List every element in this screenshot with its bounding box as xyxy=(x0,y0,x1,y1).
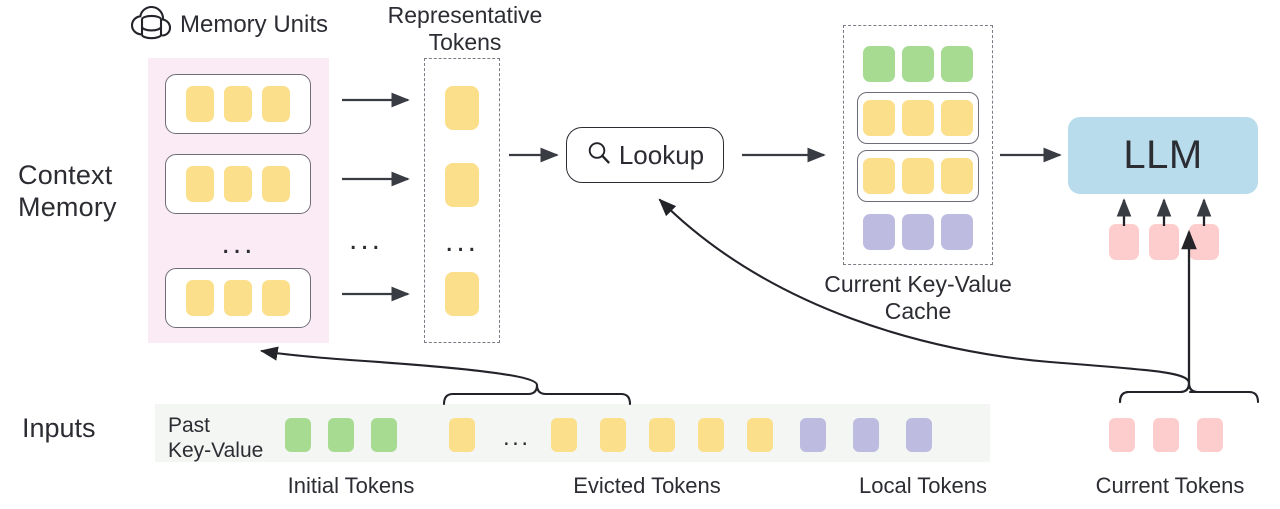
current-token xyxy=(1109,418,1135,452)
input-token-local xyxy=(800,418,826,452)
memory-token xyxy=(262,166,290,202)
memory-token xyxy=(224,280,252,316)
input-token-evicted xyxy=(698,418,724,452)
llm-label: LLM xyxy=(1123,132,1203,177)
kv-token xyxy=(863,100,895,136)
representative-tokens-header: Representative Tokens xyxy=(387,2,543,55)
input-token-evicted xyxy=(551,418,577,452)
memory-token xyxy=(186,166,214,202)
kv-token xyxy=(863,46,895,82)
cloud-database-icon xyxy=(130,4,172,47)
input-token-evicted xyxy=(449,418,475,452)
kv-cache-caption: Current Key-Value Cache xyxy=(824,271,1012,324)
arrow-memory-to-rep-0 xyxy=(342,92,410,108)
input-token-local xyxy=(906,418,932,452)
memory-units-label: Memory Units xyxy=(180,11,329,39)
kv-token xyxy=(941,214,973,250)
memory-token xyxy=(186,280,214,316)
lookup-button[interactable]: Lookup xyxy=(566,127,724,183)
caption-initial-tokens: Initial Tokens xyxy=(287,473,415,498)
inputs-ellipsis: ... xyxy=(503,424,531,451)
current-kv-cache-box xyxy=(843,25,993,265)
arrow-memory-to-rep-1 xyxy=(342,171,410,187)
arrow-lookup-to-kv-cache xyxy=(742,147,826,163)
memory-token xyxy=(262,280,290,316)
representative-token xyxy=(445,86,479,130)
row-label-context-memory: Context Memory xyxy=(18,160,117,222)
memory-unit-card[interactable] xyxy=(165,154,311,214)
row-label-inputs: Inputs xyxy=(22,413,96,443)
arrow-kv-cache-to-llm xyxy=(1000,147,1062,163)
kv-token xyxy=(941,46,973,82)
memory-unit-card[interactable] xyxy=(165,74,311,134)
representative-tokens-ellipsis: ... xyxy=(444,225,479,258)
input-token-local xyxy=(853,418,879,452)
input-token-evicted xyxy=(649,418,675,452)
input-token-evicted xyxy=(600,418,626,452)
kv-token xyxy=(902,100,934,136)
arrow-rep-to-lookup xyxy=(509,147,559,163)
representative-token xyxy=(445,163,479,207)
kv-token xyxy=(941,158,973,194)
kv-token xyxy=(941,100,973,136)
memory-token xyxy=(262,86,290,122)
memory-token xyxy=(186,86,214,122)
kv-cache-row-retrieved xyxy=(857,150,979,202)
memory-token xyxy=(224,86,252,122)
input-token-initial xyxy=(371,418,397,452)
memory-token xyxy=(224,166,252,202)
memory-units-header: Memory Units xyxy=(130,4,328,47)
caption-local-tokens: Local Tokens xyxy=(858,473,987,498)
kv-cache-row-retrieved xyxy=(857,92,979,144)
representative-token xyxy=(445,272,479,316)
current-token xyxy=(1197,418,1223,452)
memory-units-ellipsis: ... xyxy=(221,227,256,260)
past-key-value-label: Past Key-Value xyxy=(168,414,264,463)
lookup-label: Lookup xyxy=(618,139,705,170)
current-tokens-to-lookup-connector xyxy=(658,198,1260,404)
arrow-memory-to-rep-2 xyxy=(342,286,410,302)
kv-cache-row-initial xyxy=(857,40,979,88)
representative-tokens-box: ... xyxy=(424,58,500,343)
input-token-initial xyxy=(285,418,311,452)
kv-token xyxy=(902,158,934,194)
caption-evicted-tokens: Evicted Tokens xyxy=(573,473,721,498)
kv-cache-row-local xyxy=(857,208,979,256)
kv-token xyxy=(863,158,895,194)
search-icon xyxy=(586,140,612,171)
kv-token xyxy=(902,46,934,82)
arrow-column-ellipsis: ... xyxy=(349,223,384,256)
caption-current-tokens: Current Tokens xyxy=(1095,473,1245,498)
arrows-tokens-to-llm xyxy=(1116,198,1212,226)
memory-unit-card[interactable] xyxy=(165,268,311,328)
kv-token xyxy=(902,214,934,250)
current-token xyxy=(1153,418,1179,452)
llm-input-token xyxy=(1109,224,1139,260)
llm-box: LLM xyxy=(1068,117,1258,194)
context-memory-panel: ... xyxy=(148,58,329,343)
llm-input-token xyxy=(1149,224,1179,260)
input-token-initial xyxy=(328,418,354,452)
input-token-evicted xyxy=(747,418,773,452)
evicted-tokens-to-context-memory-connector xyxy=(259,346,632,406)
kv-token xyxy=(863,214,895,250)
